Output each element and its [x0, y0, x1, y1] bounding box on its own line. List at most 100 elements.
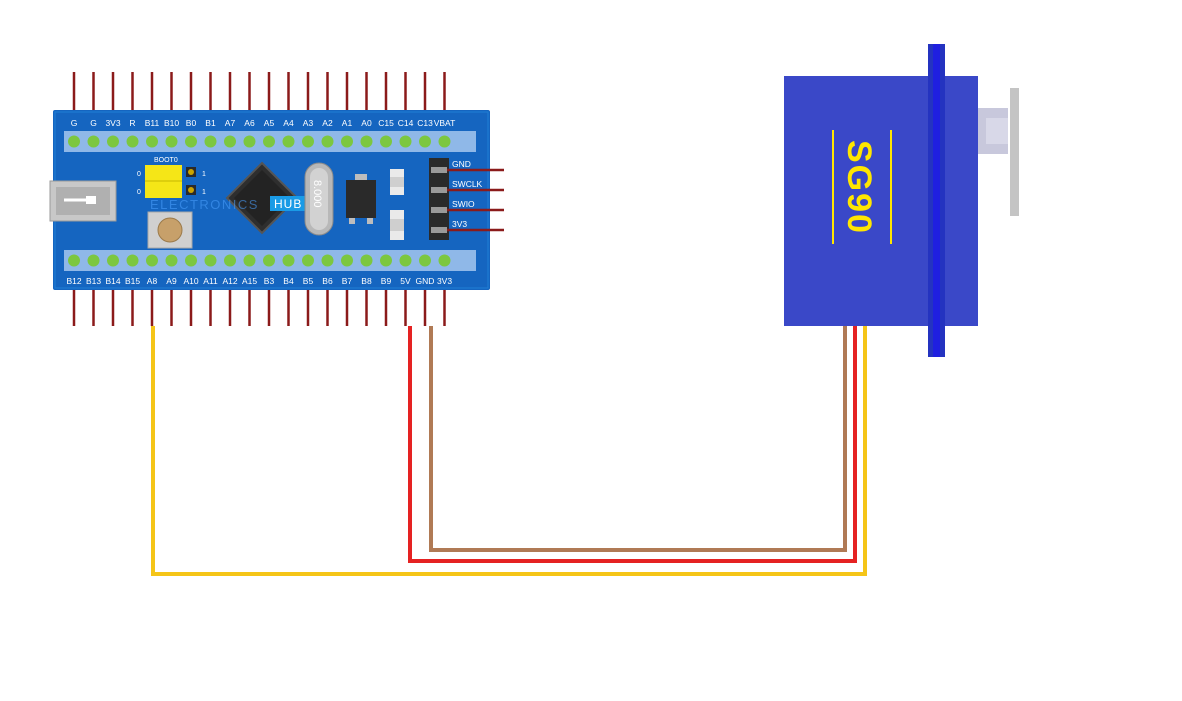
- top-pad: [243, 135, 256, 148]
- bottom-pad: [321, 254, 334, 267]
- top-pad: [87, 135, 100, 148]
- servo-label: SG90: [840, 140, 878, 235]
- boot-label: BOOT0: [154, 157, 178, 164]
- crystal: 8.000: [304, 162, 334, 236]
- top-pin-label-b11: B11: [145, 118, 160, 128]
- bottom-pin-label-a11: A11: [203, 276, 218, 286]
- bottom-pad: [204, 254, 217, 267]
- mcu-chip: [225, 161, 299, 235]
- top-pad: [380, 135, 392, 148]
- bottom-pin-label-a9: A9: [166, 276, 177, 286]
- top-pad: [165, 135, 178, 148]
- top-pad: [107, 135, 119, 148]
- header-pin-label-3v3: 3V3: [452, 219, 467, 229]
- bottom-pad: [107, 254, 119, 267]
- bottom-pin-label-b3: B3: [264, 276, 275, 286]
- header-pin-label-swclk: SWCLK: [452, 179, 483, 189]
- bottom-pin-label-b7: B7: [342, 276, 353, 286]
- bottom-pads: [68, 254, 451, 267]
- top-pin-label-b10: B10: [164, 118, 179, 128]
- bottom-pad: [185, 254, 197, 267]
- top-pad: [146, 135, 158, 148]
- top-pad: [302, 135, 314, 148]
- bottom-pin-label-b15: B15: [125, 276, 140, 286]
- top-pin-label-g: G: [90, 118, 97, 128]
- top-pad: [185, 135, 197, 148]
- bottom-pin-label-gnd: GND: [416, 276, 435, 286]
- top-pin-label-a1: A1: [342, 118, 353, 128]
- servo-body: [784, 76, 978, 326]
- bottom-pad: [68, 254, 80, 267]
- servo-horn: [1010, 88, 1019, 216]
- top-pin-label-vbat: VBAT: [434, 118, 456, 128]
- ground-wire: [429, 326, 847, 552]
- boot-0-label: 0: [137, 171, 141, 178]
- bottom-pin-label-b12: B12: [66, 276, 81, 286]
- vcc-wire: [408, 326, 857, 563]
- top-pin-legs: [72, 72, 446, 110]
- bottom-pad: [224, 254, 236, 267]
- header-pin-label-swio: SWIO: [452, 199, 475, 209]
- sg90-servo: SG90: [784, 44, 1019, 357]
- top-pin-label-a5: A5: [264, 118, 275, 128]
- bottom-pad: [341, 254, 353, 267]
- top-pin-label-c13: C13: [417, 118, 433, 128]
- boot-0b-label: 0: [137, 189, 141, 196]
- bottom-pad: [399, 254, 412, 267]
- bottom-pad: [419, 254, 431, 267]
- top-pad: [68, 135, 80, 148]
- bottom-pin-label-b14: B14: [105, 276, 120, 286]
- bottom-pad: [243, 254, 256, 267]
- header-pin: [431, 227, 447, 233]
- bottom-pin-label-a12: A12: [222, 276, 237, 286]
- bottom-pad: [302, 254, 314, 267]
- bottom-pin-label-b9: B9: [381, 276, 392, 286]
- top-pad: [321, 135, 334, 148]
- watermark-right: HUB: [274, 197, 302, 211]
- wires: [151, 326, 867, 576]
- top-pin-label-c14: C14: [398, 118, 414, 128]
- top-pad: [282, 135, 295, 148]
- swd-header: GND SWCLK SWIO 3V3: [429, 158, 504, 240]
- bottom-pin-label-a15: A15: [242, 276, 257, 286]
- top-pin-label-a6: A6: [244, 118, 255, 128]
- top-pin-label-3v3: 3V3: [105, 118, 120, 128]
- top-pin-label-c15: C15: [378, 118, 394, 128]
- boot-1b-label: 1: [202, 189, 206, 196]
- bottom-pad: [282, 254, 295, 267]
- bottom-pad: [360, 254, 373, 267]
- bottom-pin-label-b4: B4: [283, 276, 294, 286]
- top-pin-label-a7: A7: [225, 118, 236, 128]
- top-pin-label-g: G: [71, 118, 78, 128]
- header-pin-label-gnd: GND: [452, 159, 471, 169]
- bottom-pad: [87, 254, 100, 267]
- top-pin-label-a4: A4: [283, 118, 294, 128]
- header-pin: [431, 207, 447, 213]
- header-pin: [431, 167, 447, 173]
- top-pad: [341, 135, 353, 148]
- top-pin-label-a3: A3: [303, 118, 314, 128]
- header-pin: [431, 187, 447, 193]
- top-pad: [204, 135, 217, 148]
- crystal-label: 8.000: [311, 180, 323, 208]
- top-pad: [438, 135, 451, 148]
- bottom-pin-label-b6: B6: [322, 276, 333, 286]
- top-pin-label-a0: A0: [361, 118, 372, 128]
- bottom-pin-label-b5: B5: [303, 276, 314, 286]
- bottom-pad: [146, 254, 158, 267]
- top-pad: [360, 135, 373, 148]
- bottom-pad: [263, 254, 275, 267]
- servo-label-group: SG90: [832, 130, 892, 244]
- top-pad: [224, 135, 236, 148]
- bottom-pin-label-5v: 5V: [400, 276, 411, 286]
- bottom-pad: [165, 254, 178, 267]
- top-pin-label-r: R: [129, 118, 135, 128]
- voltage-regulator: [346, 174, 376, 224]
- bottom-pin-label-a10: A10: [183, 276, 198, 286]
- watermark-left: ELECTRONICS: [150, 197, 259, 212]
- bottom-pad: [380, 254, 392, 267]
